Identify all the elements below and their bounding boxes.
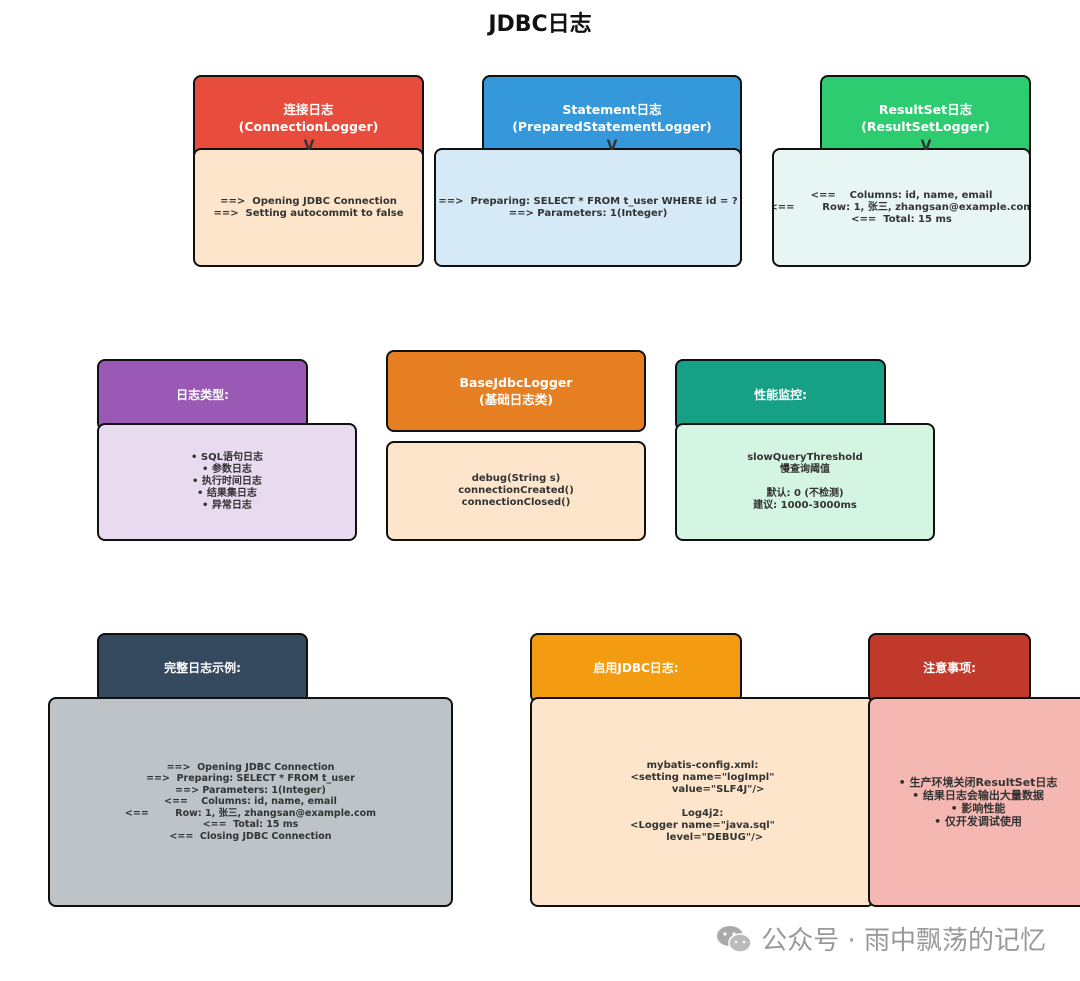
notes-body: • 生产环境关闭ResultSet日志 • 结果日志会输出大量数据 • 影响性能…	[868, 697, 1080, 907]
wechat-icon	[717, 925, 752, 953]
arrow-down-icon: V	[920, 138, 932, 154]
watermark-text: 公众号 · 雨中飘荡的记忆	[761, 926, 1046, 956]
arrow-down-icon: V	[303, 138, 315, 154]
statement-logger-body: ==> Preparing: SELECT * FROM t_user WHER…	[434, 148, 742, 267]
performance-monitor-header: 性能监控:	[675, 359, 886, 431]
full-log-example-body: ==> Opening JDBC Connection ==> Preparin…	[48, 697, 453, 907]
base-jdbc-logger-header: BaseJdbcLogger (基础日志类)	[386, 350, 646, 432]
base-jdbc-logger-body: debug(String s) connectionCreated() conn…	[386, 441, 646, 541]
arrow-down-icon: V	[606, 138, 618, 154]
log-types-body: • SQL语句日志 • 参数日志 • 执行时间日志 • 结果集日志 • 异常日志	[97, 423, 357, 541]
notes-header: 注意事项:	[868, 633, 1031, 703]
watermark: 公众号 · 雨中飘荡的记忆	[715, 920, 1046, 957]
resultset-logger-body: <== Columns: id, name, email <== Row: 1,…	[772, 148, 1031, 267]
full-log-example-header: 完整日志示例:	[97, 633, 308, 703]
log-types-header: 日志类型:	[97, 359, 308, 431]
enable-jdbc-log-body: mybatis-config.xml: <setting name="logIm…	[530, 697, 875, 907]
connection-logger-body: ==> Opening JDBC Connection ==> Setting …	[193, 148, 424, 267]
connection-logger-header: 连接日志 (ConnectionLogger)	[193, 75, 424, 161]
resultset-logger-header: ResultSet日志 (ResultSetLogger)	[820, 75, 1031, 161]
performance-monitor-body: slowQueryThreshold 慢查询阈值 默认: 0 (不检测) 建议:…	[675, 423, 935, 541]
diagram-title: JDBC日志	[488, 12, 592, 37]
statement-logger-header: Statement日志 (PreparedStatementLogger)	[482, 75, 742, 161]
enable-jdbc-log-header: 启用JDBC日志:	[530, 633, 742, 703]
